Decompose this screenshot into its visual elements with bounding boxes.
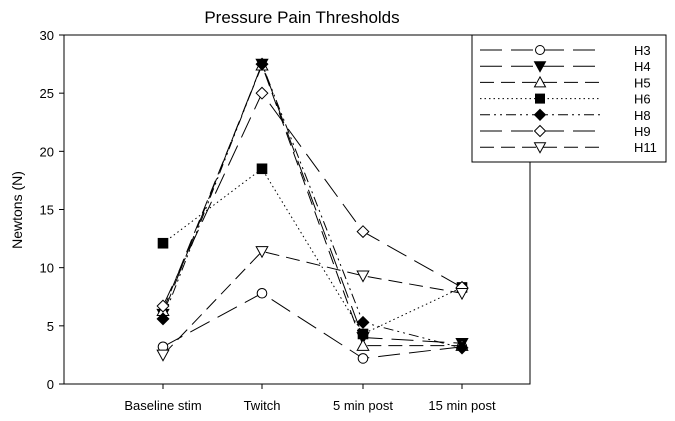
- legend-item-h11: H11: [480, 140, 657, 155]
- series-h9: [162, 92, 463, 307]
- series-layer: [156, 57, 469, 364]
- y-axis-ticks: 0 5 10 15 20 25 30: [40, 28, 64, 392]
- data-point-square-filled: [256, 163, 268, 175]
- series-markers-h9: [156, 86, 469, 313]
- legend-item-h3: H3: [480, 43, 651, 58]
- series-h3: [162, 292, 463, 359]
- x-tick-label: Baseline stim: [124, 398, 201, 413]
- legend-label: H6: [634, 92, 651, 107]
- series-line: [162, 62, 463, 349]
- data-point-triangle-up-open: [533, 75, 547, 88]
- data-point-triangle-down-open: [533, 142, 547, 154]
- legend-item-h6: H6: [480, 92, 651, 107]
- legend-label: H8: [634, 108, 651, 123]
- data-point-square-filled: [357, 328, 369, 340]
- y-tick-label: 5: [47, 319, 54, 334]
- data-point-square-filled: [535, 93, 545, 104]
- x-tick-label: 5 min post: [333, 398, 393, 413]
- series-line: [162, 168, 463, 335]
- legend-label: H11: [634, 140, 657, 155]
- series-line: [162, 63, 462, 347]
- data-point-diamond-filled: [356, 315, 370, 329]
- y-tick-label: 25: [40, 86, 54, 101]
- x-tick-label: Twitch: [244, 398, 281, 413]
- data-point-diamond-filled: [156, 312, 170, 326]
- series-markers-h5: [156, 58, 469, 351]
- series-h8: [162, 62, 463, 349]
- data-point-triangle-down-open: [356, 270, 370, 283]
- y-tick-label: 20: [40, 144, 54, 159]
- y-tick-label: 10: [40, 261, 54, 276]
- data-point-diamond-filled: [255, 57, 269, 71]
- x-tick-label: 15 min post: [428, 398, 496, 413]
- data-point-circle-open: [535, 45, 545, 55]
- legend-label: H4: [634, 59, 651, 74]
- data-point-diamond-open: [356, 225, 370, 239]
- legend-label: H9: [634, 124, 651, 139]
- data-point-triangle-down-open: [255, 246, 269, 259]
- data-point-triangle-up-open: [356, 338, 370, 351]
- y-tick-label: 0: [47, 377, 54, 392]
- legend-item-h9: H9: [480, 124, 651, 139]
- data-point-triangle-down-filled: [533, 61, 547, 73]
- legend-item-h4: H4: [480, 59, 651, 74]
- series-h11: [162, 250, 463, 356]
- series-line: [162, 250, 463, 356]
- legend-item-h5: H5: [480, 75, 651, 90]
- chart-title: Pressure Pain Thresholds: [204, 8, 399, 27]
- series-line: [162, 62, 463, 344]
- data-point-diamond-open: [533, 124, 547, 138]
- data-point-square-filled: [157, 237, 169, 249]
- data-point-diamond-filled: [455, 341, 469, 355]
- legend-label: H3: [634, 43, 651, 58]
- series-markers-h11: [156, 246, 469, 362]
- data-point-diamond-filled: [533, 108, 547, 122]
- series-line: [162, 292, 463, 359]
- data-point-triangle-down-open: [455, 287, 469, 301]
- legend-label: H5: [634, 75, 651, 90]
- x-axis-ticks: Baseline stim Twitch 5 min post 15 min post: [124, 384, 496, 413]
- data-point-circle-open: [256, 287, 268, 299]
- data-point-diamond-open: [255, 86, 269, 100]
- y-axis-label: Newtons (N): [9, 171, 25, 249]
- data-point-circle-open: [357, 353, 369, 364]
- data-point-diamond-open: [156, 299, 170, 313]
- legend-box: [471, 34, 667, 163]
- y-tick-label: 15: [40, 203, 54, 218]
- y-tick-label: 30: [40, 28, 54, 43]
- series-h6: [162, 168, 463, 335]
- series-markers-h8: [156, 57, 469, 355]
- series-line: [162, 92, 463, 307]
- plot-frame: [63, 34, 531, 385]
- series-h4: [162, 62, 463, 344]
- data-point-triangle-down-open: [156, 349, 170, 362]
- legend-item-h8: H8: [480, 108, 651, 123]
- series-h5: [162, 63, 462, 347]
